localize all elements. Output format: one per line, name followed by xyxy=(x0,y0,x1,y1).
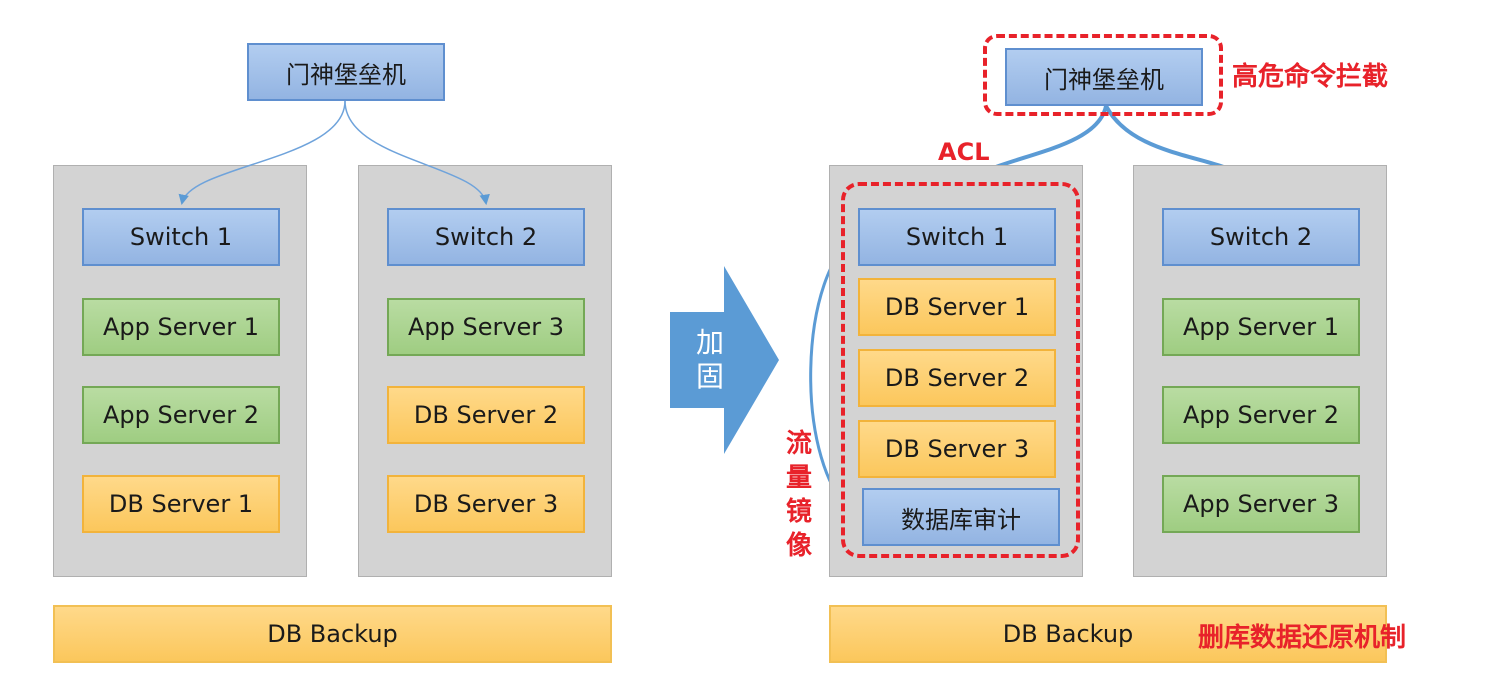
bastion-note: 高危命令拦截 xyxy=(1232,62,1389,92)
app-server-2: App Server 2 xyxy=(82,386,280,444)
db-backup: DB Backup xyxy=(53,605,612,663)
switch-2-hardened: Switch 2 xyxy=(1162,208,1360,266)
app-server-1-hardened: App Server 1 xyxy=(1162,298,1360,356)
database-audit: 数据库审计 xyxy=(862,488,1060,546)
left-connector-switch-2 xyxy=(344,100,490,206)
db-server-1: DB Server 1 xyxy=(82,475,280,533)
bastion-highlight-frame xyxy=(983,34,1223,116)
db-zone-highlight-frame xyxy=(841,182,1080,558)
db-server-1-hardened: DB Server 1 xyxy=(858,278,1056,336)
switch-2: Switch 2 xyxy=(387,208,585,266)
mirror-note: 流量镜像 xyxy=(785,429,812,561)
app-server-1: App Server 1 xyxy=(82,298,280,356)
acl-label: ACL xyxy=(938,138,990,166)
bastion-host: 门神堡垒机 xyxy=(247,43,445,101)
app-server-2-hardened: App Server 2 xyxy=(1162,386,1360,444)
backup-note: 删库数据还原机制 xyxy=(1198,623,1407,653)
db-server-3: DB Server 3 xyxy=(387,475,585,533)
bastion-host-hardened: 门神堡垒机 xyxy=(1005,48,1203,106)
app-server-3: App Server 3 xyxy=(387,298,585,356)
left-connector-switch-1 xyxy=(178,100,346,206)
app-server-3-hardened: App Server 3 xyxy=(1162,475,1360,533)
db-server-3-hardened: DB Server 3 xyxy=(858,420,1056,478)
db-server-2-hardened: DB Server 2 xyxy=(858,349,1056,407)
harden-arrow-shape xyxy=(670,266,779,454)
db-backup-hardened: DB Backup xyxy=(829,605,1387,663)
switch-1: Switch 1 xyxy=(82,208,280,266)
db-server-2: DB Server 2 xyxy=(387,386,585,444)
harden-arrow-label: 加固 xyxy=(695,326,724,393)
switch-1-hardened: Switch 1 xyxy=(858,208,1056,266)
